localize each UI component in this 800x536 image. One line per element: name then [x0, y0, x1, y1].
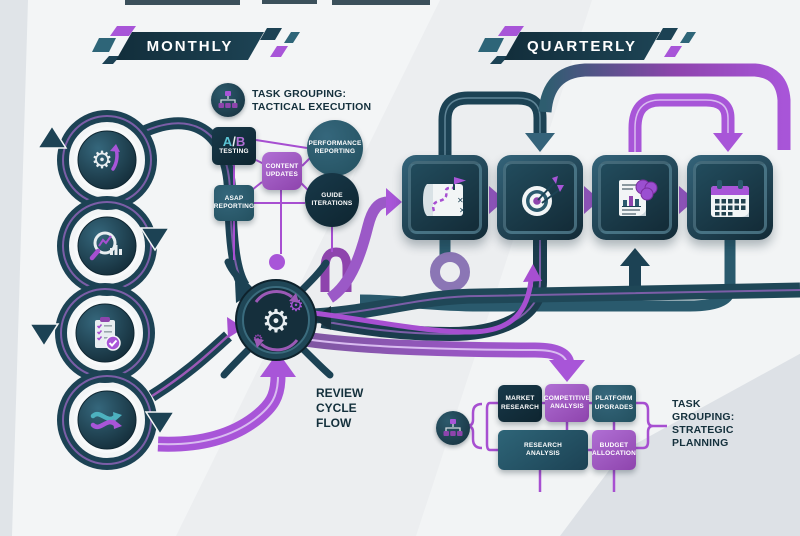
arrow-into-strategic-group	[549, 360, 585, 382]
node-budget-allocation: BUDGET ALLOCATION	[592, 430, 636, 470]
insights-report-icon	[619, 179, 658, 216]
ab-slash: /	[232, 134, 236, 150]
arrow-into-step1	[386, 188, 402, 216]
hierarchy-icon	[443, 419, 463, 436]
hub-top-dot	[269, 254, 285, 270]
banner-accent	[490, 56, 508, 64]
ab-letter-b: B	[235, 134, 246, 150]
strategic-branch-pipe	[296, 330, 585, 382]
svg-text:✕: ✕	[457, 196, 464, 205]
arrow-into-step4	[713, 133, 743, 152]
gear-icon: ⚙	[262, 302, 291, 340]
node-content-updates: CONTENT UPDATES	[262, 152, 302, 190]
purple-feedback-ribbon	[304, 264, 542, 335]
strategic-group-icon	[436, 411, 470, 445]
banner-accent	[680, 32, 696, 43]
node-guide-iterations: GUIDE ITERATIONS	[305, 173, 359, 227]
node-asap-reporting: ASAP REPORTING	[214, 185, 254, 221]
node-competitive-analysis: COMPETITIVE ANALYSIS	[544, 384, 590, 422]
analytics-search-icon	[89, 231, 122, 261]
target-icon	[522, 175, 564, 216]
right-brace	[636, 401, 654, 450]
cycle-arrows-icon	[254, 290, 299, 352]
node-performance-reporting: PERFORMANCE REPORTING	[307, 120, 363, 176]
banner-accent	[656, 28, 678, 40]
banner-accent	[260, 28, 282, 40]
quarterly-step-insights	[592, 155, 678, 240]
quarterly-step-goals	[497, 155, 583, 240]
banner-accent	[110, 26, 136, 36]
arrow-into-step2	[525, 133, 555, 152]
arrow-into-hub-lower-left	[227, 317, 244, 338]
cropped-top-artifact	[262, 0, 317, 4]
svg-text:⚙: ⚙	[91, 146, 113, 174]
gear-growth-icon: ⚙	[91, 144, 120, 174]
calendar-icon	[711, 179, 749, 217]
tactical-group-icon	[211, 83, 245, 117]
node-market-research: MARKET RESEARCH	[498, 385, 542, 422]
quarterly-step-schedule	[687, 155, 773, 240]
monthly-banner-label: MONTHLY	[146, 37, 234, 55]
cropped-top-artifact	[125, 0, 240, 5]
strategy-map-icon: ✕ ✕	[423, 176, 466, 216]
node-ab-testing: A/B TESTING	[212, 127, 256, 165]
node-research-analysis: RESEARCH ANALYSIS	[498, 430, 588, 470]
svg-text:✕: ✕	[459, 206, 466, 215]
monthly-cycle-rings	[28, 110, 176, 470]
chain-arrows	[28, 124, 176, 436]
checklist-icon	[95, 317, 121, 351]
quarterly-step-strategy: ✕ ✕	[402, 155, 488, 240]
banner-accent	[92, 38, 116, 52]
ab-letter-a: A	[222, 134, 233, 150]
arrow-up-into-step3	[620, 248, 650, 266]
quarterly-top-arcs	[438, 63, 791, 158]
banner-accent	[478, 38, 504, 52]
banner-accent	[284, 32, 300, 43]
strategic-group-title: TASK GROUPING: STRATEGIC PLANNING	[672, 398, 735, 450]
node-platform-upgrades: PLATFORM UPGRADES	[592, 385, 636, 422]
monthly-to-hub-pipes	[140, 117, 296, 452]
banner-accent	[270, 46, 288, 57]
banner-accent	[664, 46, 682, 57]
cropped-top-artifact	[332, 0, 430, 5]
review-hub: ⚙ ⚙ ⚙	[220, 254, 334, 379]
shuffle-icon	[90, 411, 122, 430]
quarterly-banner: QUARTERLY	[478, 24, 698, 70]
review-cycle-label: REVIEW CYCLE FLOW	[316, 386, 364, 430]
arrow-up-into-hub	[260, 352, 296, 377]
banner-accent	[498, 26, 524, 36]
ab-testing-label: TESTING	[219, 148, 249, 156]
hierarchy-icon	[218, 91, 238, 108]
monthly-banner: MONTHLY	[92, 24, 302, 70]
arrow-into-hub-right	[312, 306, 331, 330]
banner-accent	[102, 56, 120, 64]
quarterly-banner-label: QUARTERLY	[527, 37, 637, 55]
hub-return-ribbon	[312, 282, 800, 330]
tactical-group-title: TASK GROUPING: TACTICAL EXECUTION	[252, 88, 372, 114]
quarterly-entry-ribbon	[326, 188, 402, 303]
arrow-into-hub-upper-left	[235, 282, 252, 303]
